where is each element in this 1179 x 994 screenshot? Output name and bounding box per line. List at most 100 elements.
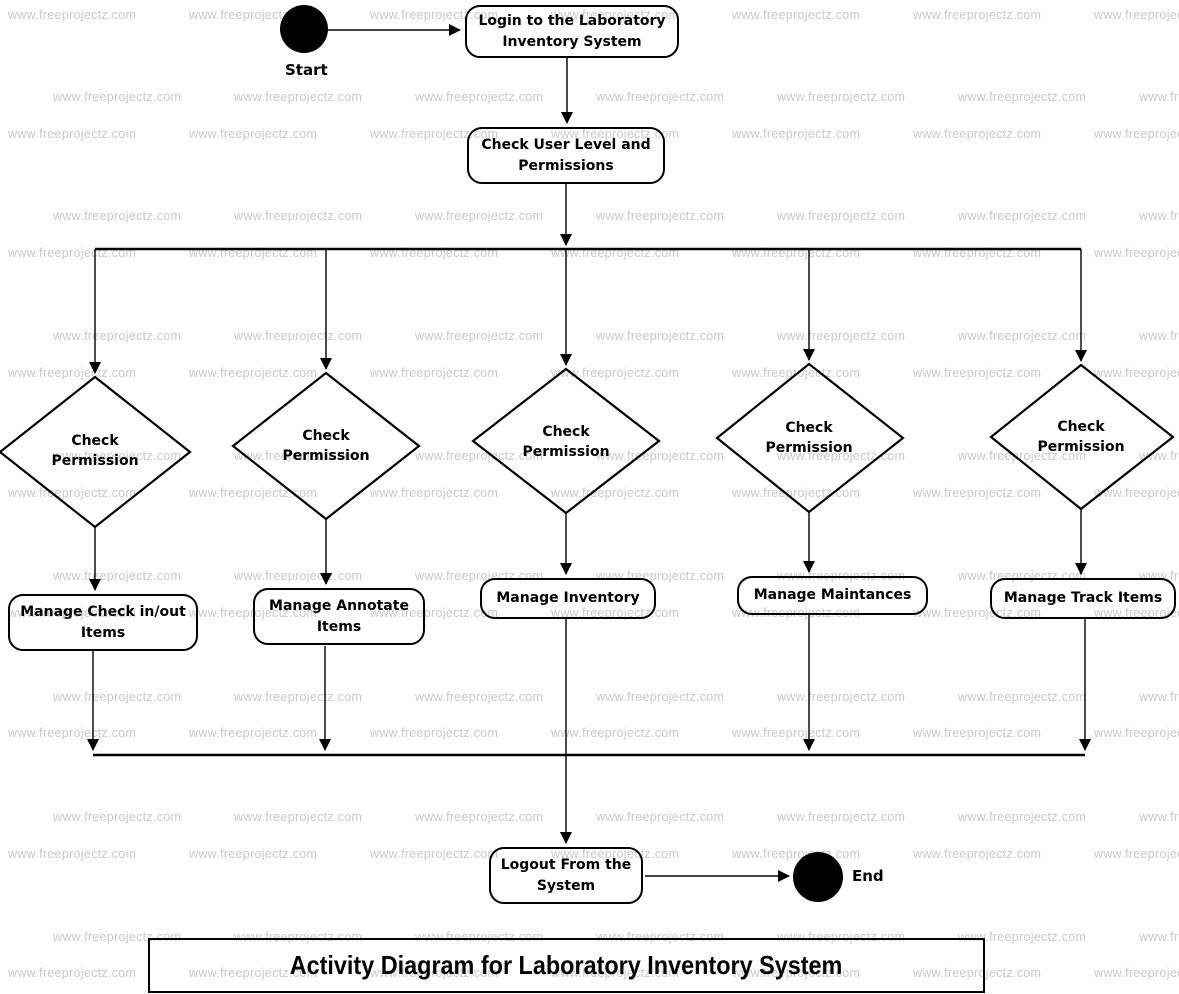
diagram-title-box: Activity Diagram for Laboratory Inventor… bbox=[148, 938, 985, 993]
activity-manage-inventory: Manage Inventory bbox=[480, 578, 656, 619]
watermark-text: www.freeprojectz.com bbox=[1094, 366, 1179, 380]
watermark-text: www.freeprojectz.com bbox=[415, 449, 544, 463]
watermark-text: www.freeprojectz.com bbox=[551, 486, 680, 500]
watermark-text: www.freeprojectz.com bbox=[1094, 606, 1179, 620]
watermark-text: www.freeprojectz.com bbox=[8, 606, 137, 620]
activity-logout: Logout From the System bbox=[489, 847, 643, 904]
watermark-text: www.freeprojectz.com bbox=[1094, 847, 1179, 861]
watermark-text: www.freeprojectz.com bbox=[1139, 449, 1179, 463]
watermark-text: www.freeprojectz.com bbox=[234, 449, 363, 463]
watermark-text: www.freeprojectz.com bbox=[370, 726, 499, 740]
activity-login: Login to the Laboratory Inventory System bbox=[465, 5, 679, 58]
watermark-text: www.freeprojectz.com bbox=[958, 90, 1087, 104]
watermark-text: www.freeprojectz.com bbox=[1139, 329, 1179, 343]
watermark-text: www.freeprojectz.com bbox=[732, 127, 861, 141]
watermark-text: www.freeprojectz.com bbox=[53, 329, 182, 343]
watermark-text: www.freeprojectz.com bbox=[913, 606, 1042, 620]
watermark-text: www.freeprojectz.com bbox=[596, 329, 725, 343]
watermark-text: www.freeprojectz.com bbox=[234, 810, 363, 824]
watermark-text: www.freeprojectz.com bbox=[8, 966, 137, 980]
watermark-text: www.freeprojectz.com bbox=[53, 690, 182, 704]
watermark-text: www.freeprojectz.com bbox=[732, 966, 861, 980]
watermark-text: www.freeprojectz.com bbox=[415, 329, 544, 343]
watermark-text: www.freeprojectz.com bbox=[958, 930, 1087, 944]
watermark-text: www.freeprojectz.com bbox=[958, 690, 1087, 704]
watermark-text: www.freeprojectz.com bbox=[913, 127, 1042, 141]
watermark-text: www.freeprojectz.com bbox=[8, 726, 137, 740]
activity-check-user-level: Check User Level and Permissions bbox=[467, 127, 665, 184]
watermark-text: www.freeprojectz.com bbox=[415, 810, 544, 824]
watermark-text: www.freeprojectz.com bbox=[189, 486, 318, 500]
watermark-text: www.freeprojectz.com bbox=[596, 90, 725, 104]
end-label: End bbox=[852, 867, 884, 885]
watermark-text: www.freeprojectz.com bbox=[53, 569, 182, 583]
watermark-text: www.freeprojectz.com bbox=[415, 90, 544, 104]
watermark-text: www.freeprojectz.com bbox=[1139, 930, 1179, 944]
watermark-text: www.freeprojectz.com bbox=[234, 209, 363, 223]
diagram-title: Activity Diagram for Laboratory Inventor… bbox=[290, 950, 843, 980]
watermark-text: www.freeprojectz.com bbox=[913, 847, 1042, 861]
watermark-text: www.freeprojectz.com bbox=[596, 690, 725, 704]
watermark-text: www.freeprojectz.com bbox=[189, 366, 318, 380]
watermark-text: www.freeprojectz.com bbox=[913, 8, 1042, 22]
decision-label-4: Check Permission bbox=[765, 420, 853, 456]
watermark-text: www.freeprojectz.com bbox=[596, 449, 725, 463]
watermark-text: www.freeprojectz.com bbox=[551, 847, 680, 861]
watermark-text: www.freeprojectz.com bbox=[189, 606, 318, 620]
watermark-text: www.freeprojectz.com bbox=[732, 366, 861, 380]
watermark-text: www.freeprojectz.com bbox=[551, 366, 680, 380]
watermark-text: www.freeprojectz.com bbox=[913, 726, 1042, 740]
watermark-text: www.freeprojectz.com bbox=[958, 449, 1087, 463]
watermark-text: www.freeprojectz.com bbox=[732, 726, 861, 740]
watermark-text: www.freeprojectz.com bbox=[1094, 726, 1179, 740]
watermark-text: www.freeprojectz.com bbox=[370, 847, 499, 861]
watermark-text: www.freeprojectz.com bbox=[1094, 966, 1179, 980]
decision-label-3: Check Permission bbox=[522, 424, 610, 460]
watermark-text: www.freeprojectz.com bbox=[1094, 246, 1179, 260]
watermark-text: www.freeprojectz.com bbox=[370, 966, 499, 980]
watermark-text: www.freeprojectz.com bbox=[551, 8, 680, 22]
activity-manage-track-items: Manage Track Items bbox=[990, 578, 1176, 619]
watermark-text: www.freeprojectz.com bbox=[8, 127, 137, 141]
watermark-text: www.freeprojectz.com bbox=[958, 209, 1087, 223]
watermark-text: www.freeprojectz.com bbox=[1139, 90, 1179, 104]
watermark-text: www.freeprojectz.com bbox=[1094, 8, 1179, 22]
watermark-text: www.freeprojectz.com bbox=[777, 810, 906, 824]
end-node bbox=[793, 852, 843, 902]
watermark-text: www.freeprojectz.com bbox=[415, 209, 544, 223]
watermark-text: www.freeprojectz.com bbox=[53, 209, 182, 223]
watermark-text: www.freeprojectz.com bbox=[189, 847, 318, 861]
watermark-text: www.freeprojectz.com bbox=[189, 726, 318, 740]
watermark-text: www.freeprojectz.com bbox=[8, 486, 137, 500]
watermark-text: www.freeprojectz.com bbox=[370, 366, 499, 380]
watermark-text: www.freeprojectz.com bbox=[415, 690, 544, 704]
watermark-text: www.freeprojectz.com bbox=[1139, 810, 1179, 824]
watermark-text: www.freeprojectz.com bbox=[370, 606, 499, 620]
activity-manage-annotate: Manage Annotate Items bbox=[253, 588, 425, 645]
watermark-text: www.freeprojectz.com bbox=[596, 209, 725, 223]
watermark-text: www.freeprojectz.com bbox=[189, 127, 318, 141]
watermark-text: www.freeprojectz.com bbox=[777, 90, 906, 104]
watermark-text: www.freeprojectz.com bbox=[370, 486, 499, 500]
watermark-text: www.freeprojectz.com bbox=[551, 966, 680, 980]
watermark-text: www.freeprojectz.com bbox=[1094, 127, 1179, 141]
decision-label-2: Check Permission bbox=[282, 428, 370, 464]
watermark-text: www.freeprojectz.com bbox=[53, 449, 182, 463]
start-node bbox=[280, 5, 328, 53]
watermark-text: www.freeprojectz.com bbox=[53, 810, 182, 824]
watermark-text: www.freeprojectz.com bbox=[1139, 690, 1179, 704]
watermark-text: www.freeprojectz.com bbox=[234, 690, 363, 704]
watermark-text: www.freeprojectz.com bbox=[370, 127, 499, 141]
watermark-text: www.freeprojectz.com bbox=[777, 449, 906, 463]
watermark-text: www.freeprojectz.com bbox=[732, 8, 861, 22]
watermark-text: www.freeprojectz.com bbox=[189, 966, 318, 980]
watermark-text: www.freeprojectz.com bbox=[551, 726, 680, 740]
watermark-text: www.freeprojectz.com bbox=[8, 366, 137, 380]
activity-manage-checkinout: Manage Check in/out Items bbox=[8, 594, 198, 651]
start-label: Start bbox=[285, 61, 328, 79]
watermark-text: www.freeprojectz.com bbox=[777, 209, 906, 223]
watermark-text: www.freeprojectz.com bbox=[596, 810, 725, 824]
